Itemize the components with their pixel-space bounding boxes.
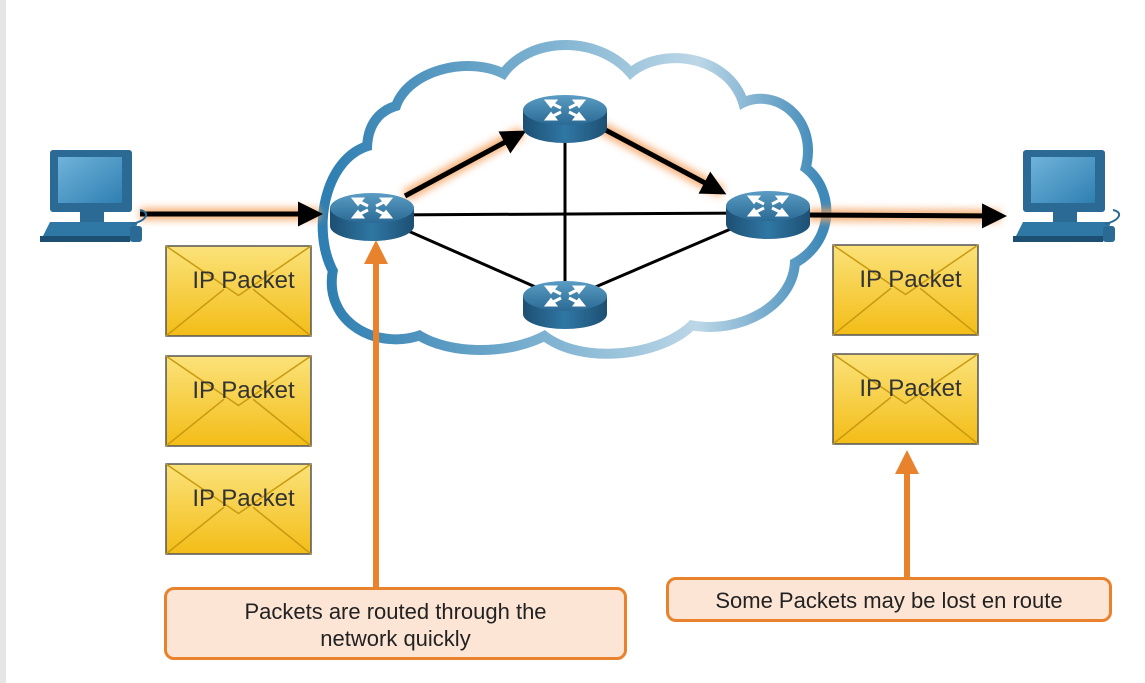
arrow-router-to-destination (807, 203, 1007, 229)
destination-computer-icon (1013, 150, 1121, 242)
arrow-top-router-to-right-router (596, 123, 727, 195)
ip-packet-label: IP Packet (192, 377, 295, 404)
ip-packet-label: IP Packet (192, 485, 295, 512)
ip-packet-label: IP Packet (859, 375, 962, 402)
router-left-icon (330, 193, 414, 241)
left-edge-border (0, 0, 6, 683)
routing-callout-text: Packets are routed through the network q… (244, 599, 547, 651)
route-arrows (140, 123, 1007, 229)
ip-packet-envelope-2: IP Packet (165, 355, 312, 447)
lost-packets-callout-text: Some Packets may be lost en route (715, 588, 1063, 613)
router-bottom-icon (523, 281, 607, 329)
router-right-icon (726, 191, 810, 239)
ip-packet-label: IP Packet (859, 266, 962, 293)
ip-packet-label: IP Packet (192, 267, 295, 294)
callout-pointers (364, 240, 919, 588)
router-top-icon (523, 95, 607, 143)
ip-packet-envelope-1: IP Packet (165, 245, 312, 337)
ip-packet-envelope-3: IP Packet (165, 463, 312, 555)
routing-callout: Packets are routed through the network q… (164, 587, 627, 660)
source-computer-icon (40, 150, 148, 242)
ip-packet-envelope-5: IP Packet (832, 353, 979, 445)
lost-packets-callout: Some Packets may be lost en route (666, 577, 1112, 622)
ip-packet-envelope-4: IP Packet (832, 244, 979, 336)
arrow-router-to-top-router (403, 130, 527, 199)
network-cloud (317, 40, 832, 359)
